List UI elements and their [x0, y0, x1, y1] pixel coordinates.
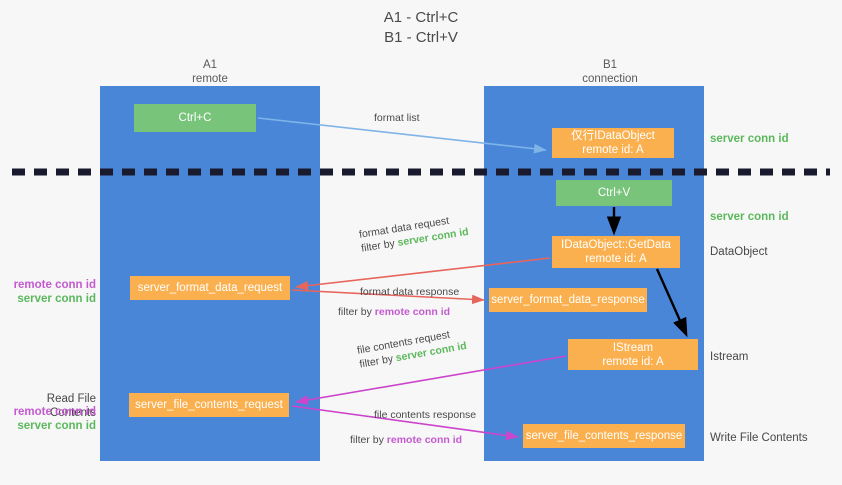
side-label-server-conn-id-top: server conn id: [710, 133, 789, 145]
left-labels-format: remote conn id server conn id: [0, 278, 96, 306]
page-title: A1 - Ctrl+C B1 - Ctrl+V: [383, 9, 459, 46]
filter-value-remote-conn-id: remote conn id: [374, 306, 451, 318]
node-server-file-contents-response[interactable]: server_file_contents_response: [523, 424, 685, 448]
edge-caption-file-contents-request: file contents request filter by server c…: [356, 325, 468, 371]
node-ctrl-c[interactable]: Ctrl+C: [134, 104, 256, 132]
left-label-server-conn-id-1: server conn id: [17, 293, 96, 305]
side-label-server-conn-id-middle: server conn id: [710, 211, 789, 223]
edge-caption-format-data-response-filter: filter by remote conn id: [338, 305, 450, 319]
left-label-remote-conn-id-1: remote conn id: [13, 279, 96, 291]
edge-caption-file-contents-response-filter: filter by remote conn id: [350, 433, 462, 447]
filter-value-remote-conn-id: remote conn id: [386, 434, 463, 446]
node-server-format-data-response[interactable]: server_format_data_response: [489, 288, 647, 312]
left-labels-file: remote conn id server conn id: [0, 405, 96, 433]
filter-prefix: filter by: [338, 306, 375, 318]
lane-header-b1: B1 connection: [582, 59, 638, 85]
side-label-write-file-contents: Write File Contents: [710, 432, 808, 444]
side-label-dataobject: DataObject: [710, 246, 768, 258]
node-server-file-contents-request[interactable]: server_file_contents_request: [129, 393, 289, 417]
node-idataobject[interactable]: 仅行IDataObject remote id: A: [552, 128, 674, 158]
lane-header-a1: A1 remote: [192, 59, 228, 85]
edge-caption-format-data-request: format data request filter by server con…: [358, 211, 470, 256]
node-istream[interactable]: IStream remote id: A: [568, 339, 698, 370]
left-label-server-conn-id-2: server conn id: [17, 420, 96, 432]
node-ctrl-v[interactable]: Ctrl+V: [556, 180, 672, 206]
edge-caption-format-list: format list: [374, 112, 420, 124]
left-label-remote-conn-id-2: remote conn id: [13, 406, 96, 418]
side-label-istream: Istream: [710, 351, 749, 363]
edge-caption-file-contents-response: file contents response: [374, 409, 477, 421]
edge-caption-format-data-response: format data response: [360, 286, 460, 298]
node-server-format-data-request[interactable]: server_format_data_request: [130, 276, 290, 300]
node-idataobject-getdata[interactable]: IDataObject::GetData remote id: A: [552, 236, 680, 268]
filter-prefix: filter by: [350, 434, 387, 446]
left-label-read-file-contents: Read File Contents: [46, 393, 96, 419]
